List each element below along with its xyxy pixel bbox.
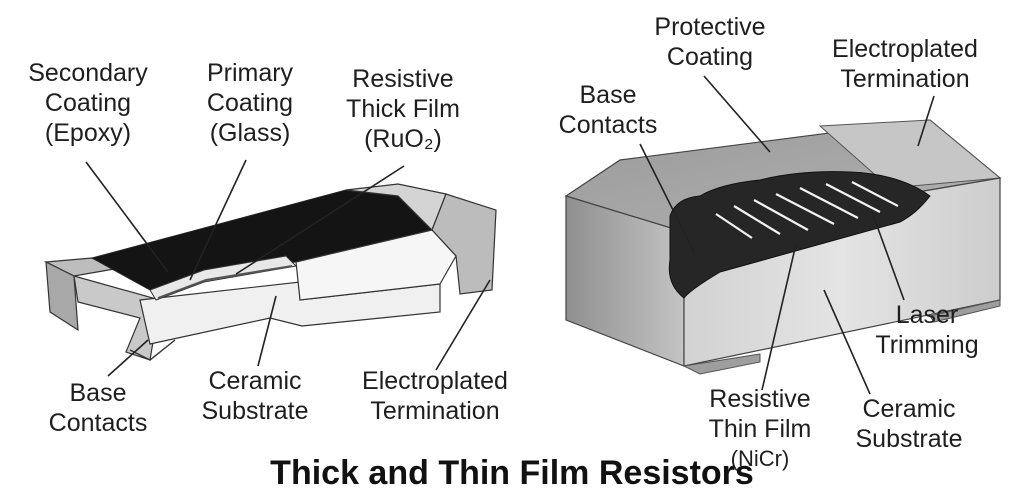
label-line: Coating [44,89,132,117]
label-laser-trimming: Laser Trimming [862,300,992,360]
label-line: Thick Film [346,95,460,123]
label-line: (RuO₂) [364,125,442,153]
label-line: Substrate [201,397,309,425]
thick-resistive-layer [157,265,293,299]
thin-leader-lines [639,75,935,395]
label-line: Resistive [709,385,811,413]
leader-termination-right [917,95,935,147]
leader-termination-left [435,279,491,371]
thick-base-contact [129,339,176,361]
label-line: Coating [206,89,294,117]
label-line: Base [579,81,637,109]
label-base-contacts-left: Base Contacts [28,378,168,438]
thick-left-cap-side [45,260,79,332]
thin-bottom-contact-right [929,299,1001,323]
thick-substrate-right [295,229,457,301]
thin-film-resistor [564,119,1002,375]
label-line: Contacts [48,409,148,437]
label-line: (Epoxy) [44,119,132,147]
thin-bottom-contact-left [682,353,761,375]
label-line: Electroplated [832,35,978,63]
leader-ceramic-right [823,289,871,395]
label-line: Trimming [875,331,979,359]
label-line: Secondary [28,59,148,87]
leader-base-contacts-right [639,143,695,253]
thin-laser-trim-lines [715,181,899,239]
leader-primary-coating [189,159,247,281]
leader-protective-coating [703,75,771,153]
label-line: Protective [654,13,766,41]
label-line: Laser [895,301,959,329]
thick-ceramic-front [139,281,441,345]
leader-resistive-thin-film [761,243,797,391]
leader-secondary-coating [85,161,169,273]
leader-base-contacts-left [107,339,149,377]
diagram-title: Thick and Thin Film Resistors [0,454,1024,493]
leader-ceramic-left [257,295,277,367]
label-line: Coating [666,43,754,71]
label-line: Primary [206,59,294,87]
label-line: Termination [370,397,500,425]
label-ceramic-substrate-left: Ceramic Substrate [180,366,330,426]
label-line: (Glass) [209,119,291,147]
label-primary-coating: Primary Coating (Glass) [180,58,320,148]
leader-resistive-thick-film [235,165,405,275]
label-line: (NiCr) [730,446,790,471]
label-line: Base [69,379,127,407]
label-resistive-thick-film: Resistive Thick Film (RuO₂) [328,64,478,154]
label-line: Resistive [352,65,454,93]
label-line: Termination [840,65,970,93]
label-line: Substrate [855,425,963,453]
label-protective-coating: Protective Coating [630,12,790,72]
label-base-contacts-right: Base Contacts [548,80,668,140]
label-line: Thin Film [708,415,812,443]
label-line: Ceramic [208,367,302,395]
thick-leader-lines [85,159,491,377]
label-line: Contacts [558,111,658,139]
label-resistive-thin-film: Resistive Thin Film (NiCr) [690,384,830,474]
label-ceramic-substrate-right: Ceramic Substrate [834,394,984,454]
label-line: Ceramic [862,395,956,423]
label-secondary-coating: Secondary Coating (Epoxy) [8,58,168,148]
leader-laser-trimming [871,211,905,301]
label-electroplated-termination-right: Electroplated Termination [810,34,1000,94]
label-electroplated-termination-left: Electroplated Termination [340,366,530,426]
title-text: Thick and Thin Film Resistors [270,454,754,492]
label-line: Electroplated [362,367,508,395]
thick-film-resistor [43,183,497,361]
